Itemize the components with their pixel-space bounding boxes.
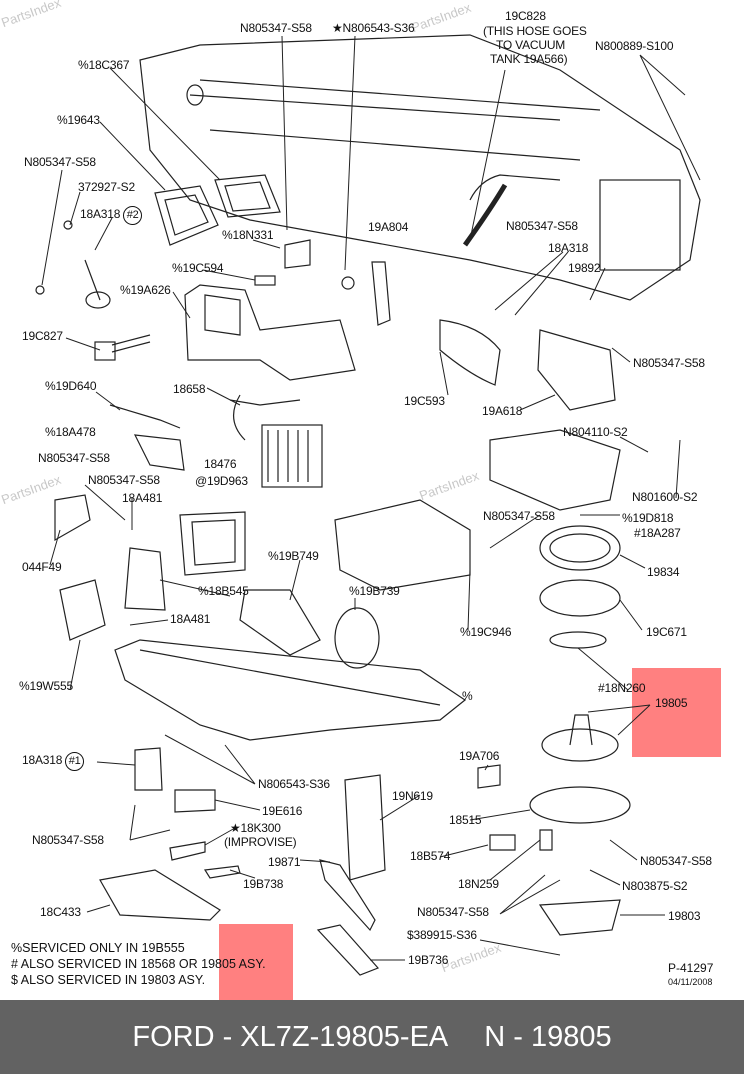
- part-label-note: TANK 19A566): [490, 52, 568, 66]
- actuators: [35, 220, 391, 361]
- part-label: %18A478: [45, 425, 96, 439]
- leader-lines: [41, 35, 701, 961]
- highlight-19805-note: [219, 924, 293, 1000]
- part-label: N805347-S58: [633, 356, 705, 370]
- part-number: 18A318: [22, 753, 63, 767]
- part-label: 18A481: [170, 612, 211, 626]
- part-label: N805347-S58: [483, 509, 555, 523]
- part-label: N805347-S58: [32, 833, 104, 847]
- footer-part-number: FORD - XL7Z-19805-EA: [132, 1020, 449, 1053]
- footer-reference: N - 19805: [484, 1020, 612, 1053]
- part-label: 18A481: [122, 491, 163, 505]
- part-label: %19C594: [172, 261, 224, 275]
- part-label: 18C433: [40, 905, 81, 919]
- callout-circle: #2: [123, 206, 143, 225]
- part-label: %18B545: [198, 584, 249, 598]
- part-label: N805347-S58: [506, 219, 578, 233]
- part-label: N805347-S58: [640, 854, 712, 868]
- illustration-id: P-41297: [668, 961, 714, 975]
- part-label-note: TO VACUUM: [496, 38, 566, 52]
- part-label: %19C946: [460, 625, 512, 639]
- part-label: 19834: [647, 565, 680, 579]
- dash-panel: [139, 34, 701, 301]
- part-label: 19C827: [22, 329, 63, 343]
- evap-case-and-doors: [54, 494, 471, 741]
- part-label: 19892: [568, 261, 601, 275]
- part-label: %19W555: [19, 679, 73, 693]
- part-label: N803875-S2: [622, 879, 688, 893]
- part-label: 19E616: [262, 804, 303, 818]
- part-label: 044F49: [22, 560, 62, 574]
- part-label: #18N260: [598, 681, 646, 695]
- part-label: 18B574: [410, 849, 451, 863]
- seal-parts: [154, 174, 281, 246]
- footnote-also-serviced-19803: $ ALSO SERVICED IN 19803 ASY.: [11, 973, 206, 987]
- footnote-serviced-only: %SERVICED ONLY IN 19B555: [11, 941, 185, 955]
- footnote-also-serviced-18568: # ALSO SERVICED IN 18568 OR 19805 ASY.: [11, 957, 266, 971]
- part-label: 19A618: [482, 404, 523, 418]
- part-label: %18C367: [78, 58, 130, 72]
- callout-circle: #1: [65, 752, 85, 771]
- part-label: 18658: [173, 382, 206, 396]
- part-label: N805347-S58: [240, 21, 312, 35]
- part-label: %: [462, 689, 473, 703]
- blower-assembly: [439, 319, 631, 936]
- illustration-date: 04/11/2008: [668, 977, 713, 987]
- part-label: 18N259: [458, 877, 499, 891]
- part-label: 19803: [668, 909, 701, 923]
- part-label-note: (IMPROVISE): [224, 835, 297, 849]
- part-label: @19D963: [195, 474, 248, 488]
- part-number: 18A318: [80, 207, 121, 221]
- part-label: N805347-S58: [88, 473, 160, 487]
- part-label: %18N331: [222, 228, 274, 242]
- part-label: N805347-S58: [38, 451, 110, 465]
- part-label: 19871: [268, 855, 301, 869]
- part-label: 19C593: [404, 394, 445, 408]
- part-label: %19A626: [120, 283, 171, 297]
- lower-parts: [99, 747, 386, 976]
- part-label: 19B738: [243, 877, 284, 891]
- part-label: 372927-S2: [78, 180, 135, 194]
- part-label: 19C828: [505, 9, 546, 23]
- part-label: ★18K300: [230, 821, 281, 835]
- heater-case-upper: [184, 284, 356, 381]
- part-label: #18A287: [634, 526, 681, 540]
- part-label-highlighted: 19805: [655, 696, 688, 710]
- part-label: %19D640: [45, 379, 97, 393]
- part-label: 18A318#2: [80, 206, 143, 225]
- footer-bar: FORD - XL7Z-19805-EA N - 19805: [0, 1000, 744, 1074]
- part-label: 18476: [204, 457, 237, 471]
- part-label: %19643: [57, 113, 100, 127]
- part-label: %19D818: [622, 511, 674, 525]
- heater-core: [109, 394, 323, 488]
- part-label: 19A804: [368, 220, 409, 234]
- part-label: $389915-S36: [407, 928, 477, 942]
- part-label: 18A318: [548, 241, 589, 255]
- highlight-19805-callout: [632, 668, 721, 757]
- part-label: ★N806543-S36: [332, 21, 415, 35]
- part-label: 19C671: [646, 625, 687, 639]
- part-label: 19A706: [459, 749, 500, 763]
- part-label: N801600-S2: [632, 490, 698, 504]
- part-label-note: (THIS HOSE GOES: [483, 24, 587, 38]
- part-label: 18A318#1: [22, 752, 85, 771]
- part-label: N805347-S58: [417, 905, 489, 919]
- part-label: 19N619: [392, 789, 433, 803]
- part-label: 18515: [449, 813, 482, 827]
- part-label: N806543-S36: [258, 777, 330, 791]
- part-label: 19B736: [408, 953, 449, 967]
- part-label: N804110-S2: [563, 425, 628, 439]
- parts-diagram: PartsIndex PartsIndex PartsIndex PartsIn…: [0, 0, 721, 1000]
- part-label: %19B749: [268, 549, 319, 563]
- exploded-view-drawing: [35, 34, 701, 976]
- part-label: N800889-S100: [595, 39, 674, 53]
- part-label: N805347-S58: [24, 155, 96, 169]
- part-label: %19B739: [349, 584, 400, 598]
